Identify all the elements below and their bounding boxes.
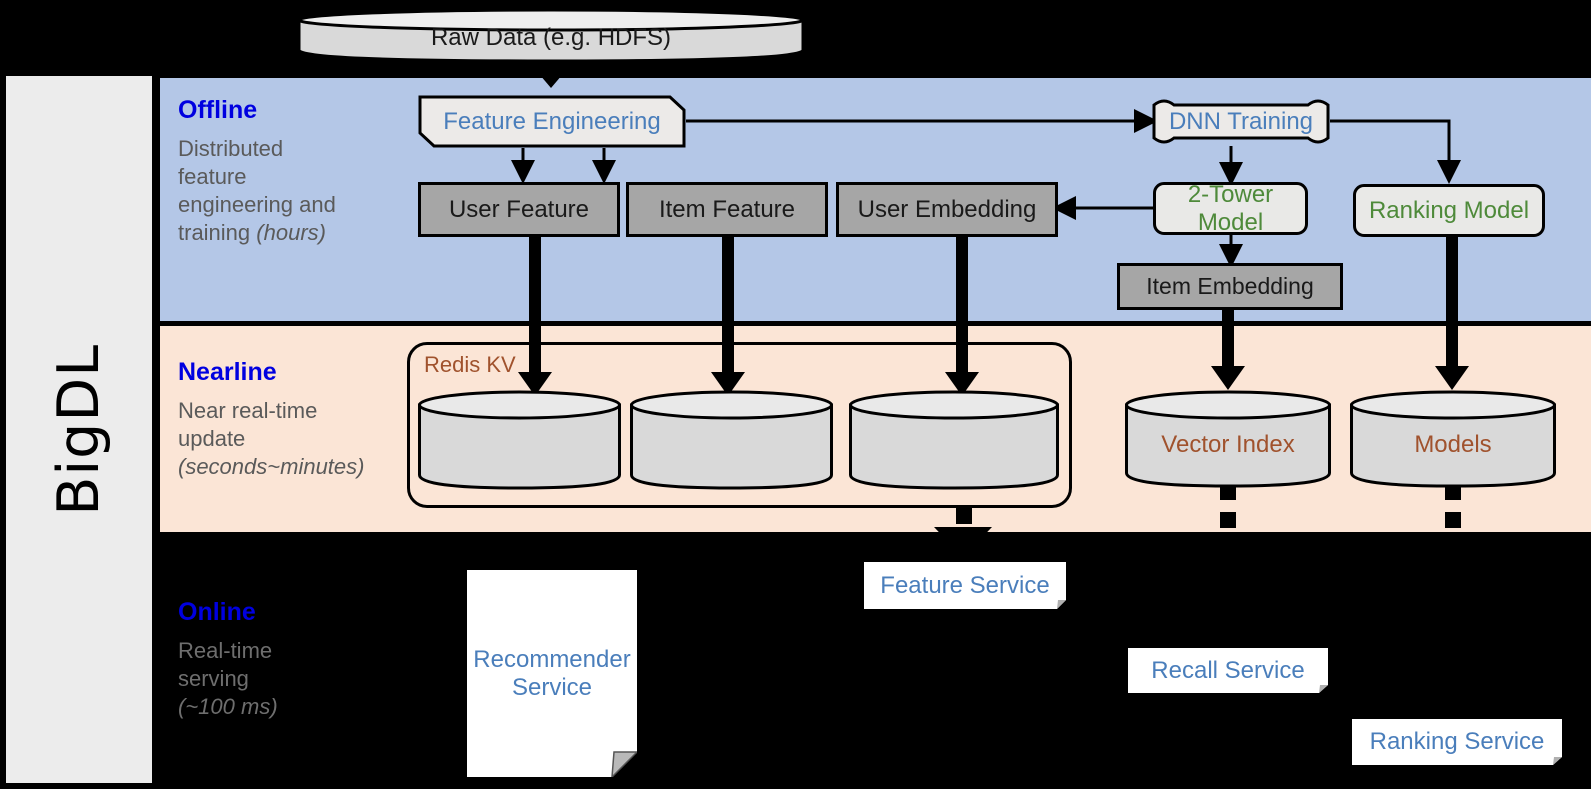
caption-offline-subtitle: Distributed feature engineering and trai… — [178, 135, 408, 248]
user-embedding-label: User Embedding — [857, 195, 1037, 223]
ranking-service-node[interactable]: Ranking Service — [1352, 719, 1562, 765]
caption-nearline-l1: Near real-time — [178, 398, 318, 423]
redis-cylinder-3 — [848, 389, 1060, 491]
ranking-service-label: Ranking Service — [1369, 728, 1545, 756]
redis-kv-label: Redis KV — [424, 352, 516, 377]
dnn-training-node[interactable]: DNN Training — [1152, 95, 1330, 148]
two-tower-model-node[interactable]: 2-Tower Model — [1153, 180, 1308, 236]
caption-offline-l4: training — [178, 220, 257, 246]
models-store: Models — [1349, 389, 1557, 489]
two-tower-model-label: 2-Tower Model — [1187, 180, 1274, 236]
dnn-training-label: DNN Training — [1168, 107, 1314, 135]
recommender-service-label-line2: Service — [511, 673, 593, 701]
caption-nearline-title: Nearline — [178, 358, 277, 386]
item-feature-node[interactable]: Item Feature — [626, 182, 828, 237]
caption-nearline-subtitle: Near real-time update (seconds~minutes) — [178, 397, 408, 481]
redis-cylinder-1 — [417, 389, 622, 491]
user-feature-label: User Feature — [448, 195, 590, 223]
caption-offline-l1: Distributed — [178, 136, 284, 161]
caption-nearline: Nearline Near real-time update (seconds~… — [178, 358, 408, 481]
feature-engineering-label: Feature Engineering — [443, 107, 661, 135]
recommender-service-node[interactable]: Recommender Service — [467, 570, 637, 777]
caption-offline-l3: engineering and — [178, 192, 336, 218]
recall-service-node[interactable]: Recall Service — [1128, 648, 1328, 693]
ranking-model-label: Ranking Model — [1368, 196, 1530, 224]
raw-data-label: Raw Data (e.g. HDFS) — [430, 24, 672, 51]
redis-kv-container — [407, 342, 1072, 508]
sidebar-label: BigDL — [46, 343, 112, 516]
feature-engineering-node[interactable]: Feature Engineering — [418, 95, 686, 148]
user-feature-node[interactable]: User Feature — [418, 182, 620, 237]
feature-service-node[interactable]: Feature Service — [864, 562, 1066, 609]
caption-offline-l2: feature — [178, 164, 247, 190]
vector-index-store: Vector Index — [1124, 389, 1332, 489]
sidebar-bigdl: BigDL — [6, 76, 152, 783]
feature-service-label: Feature Service — [880, 571, 1050, 599]
caption-nearline-l2: update — [178, 426, 246, 452]
ranking-model-node[interactable]: Ranking Model — [1353, 184, 1545, 237]
caption-online-title: Online — [178, 598, 256, 626]
redis-cylinder-2 — [629, 389, 834, 491]
recall-service-label: Recall Service — [1151, 656, 1305, 684]
raw-data-store: Raw Data (e.g. HDFS) — [296, 6, 806, 64]
caption-online-l1: Real-time — [178, 638, 273, 663]
caption-offline: Offline Distributed feature engineering … — [178, 96, 408, 248]
models-label: Models — [1414, 431, 1492, 458]
caption-online-l2: serving — [178, 666, 249, 692]
item-embedding-node[interactable]: Item Embedding — [1117, 263, 1343, 310]
item-feature-label: Item Feature — [658, 195, 796, 223]
caption-online-subtitle: Real-time serving (~100 ms) — [178, 637, 408, 721]
vector-index-label: Vector Index — [1161, 431, 1295, 458]
caption-nearline-em: (seconds~minutes) — [178, 454, 365, 480]
recommender-service-label-line1: Recommender — [473, 645, 631, 673]
user-embedding-node[interactable]: User Embedding — [836, 182, 1058, 237]
item-embedding-label: Item Embedding — [1146, 273, 1314, 300]
caption-offline-title: Offline — [178, 96, 258, 124]
caption-offline-em: (hours) — [256, 220, 326, 246]
caption-online: Online Real-time serving (~100 ms) — [178, 598, 408, 721]
caption-online-em: (~100 ms) — [178, 694, 278, 720]
